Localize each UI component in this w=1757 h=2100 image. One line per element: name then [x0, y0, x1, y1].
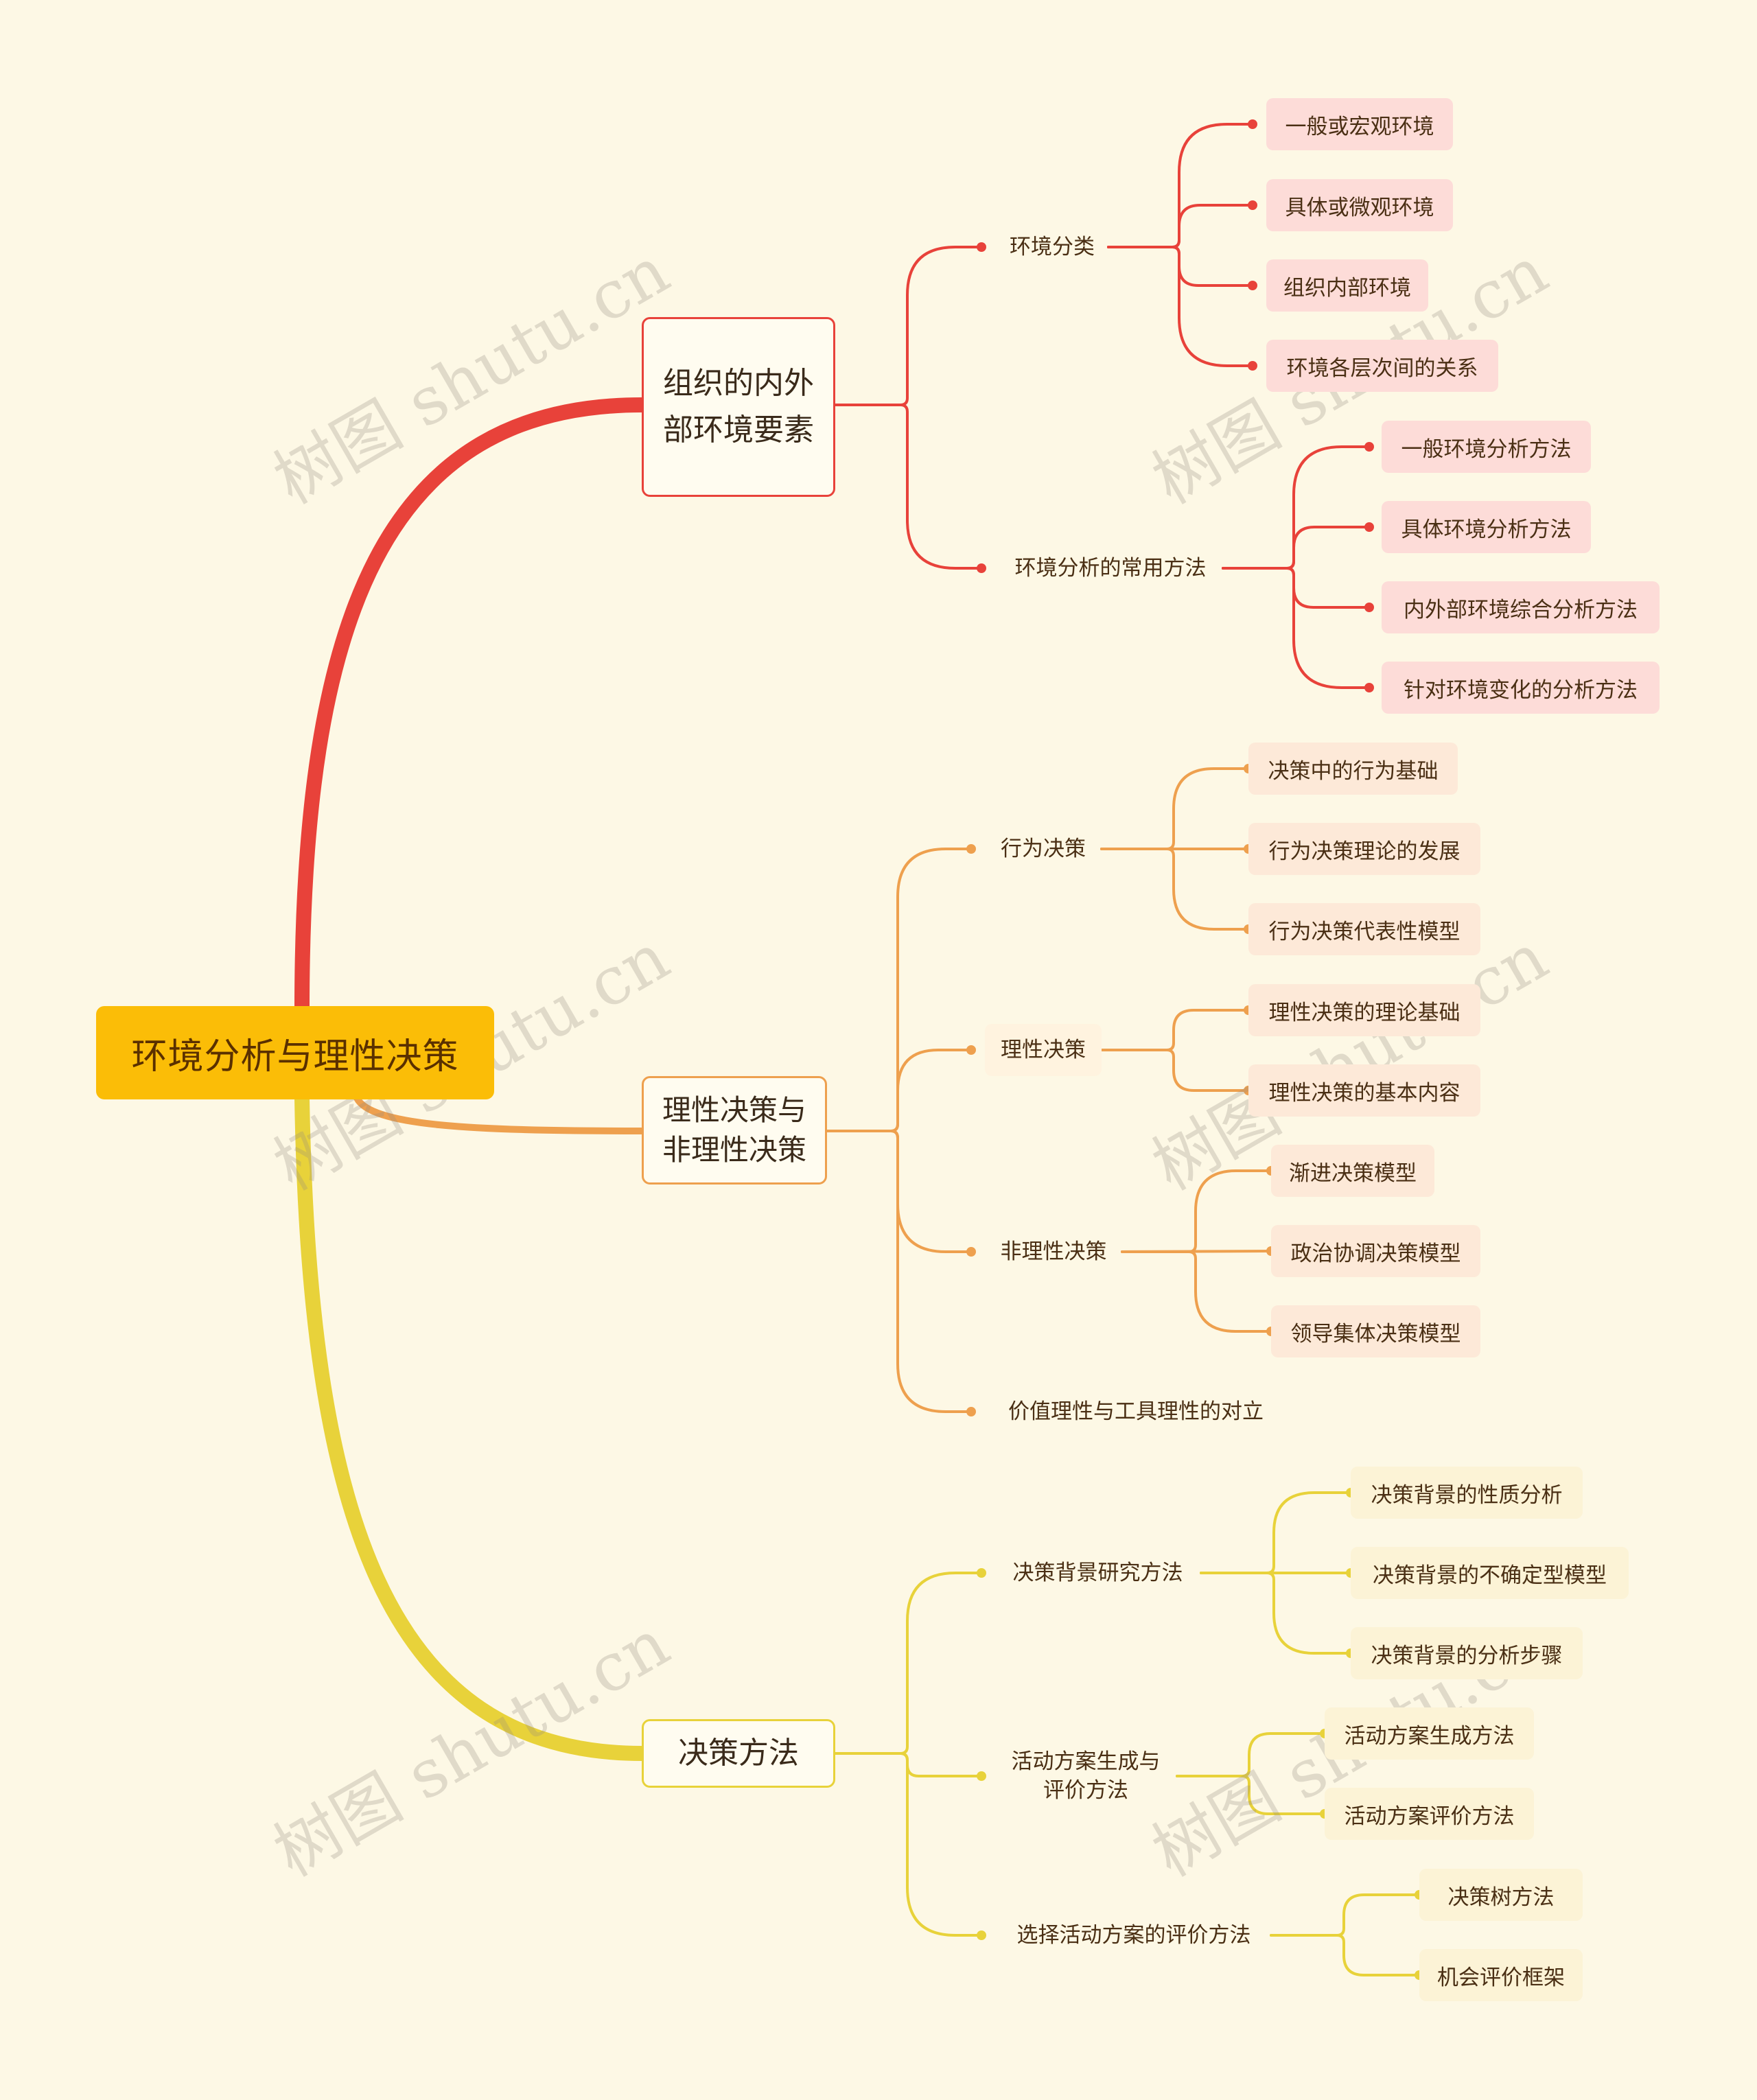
sub-to-leaf-connector — [1200, 1572, 1352, 1655]
leaf-topic[interactable]: 决策树方法 — [1419, 1869, 1583, 1921]
leaf-topic[interactable]: 决策背景的不确定型模型 — [1351, 1547, 1629, 1599]
connector-dot — [1248, 200, 1257, 210]
leaf-topic[interactable]: 针对环境变化的分析方法 — [1382, 662, 1660, 714]
connector-dot — [977, 1771, 986, 1781]
leaf-topic[interactable]: 活动方案评价方法 — [1325, 1788, 1534, 1840]
leaf-topic[interactable]: 环境各层次间的关系 — [1266, 340, 1498, 392]
sub-to-leaf-connector — [1121, 1250, 1272, 1333]
leaf-topic[interactable]: 行为决策代表性模型 — [1248, 903, 1480, 955]
sub-to-leaf-connector — [1222, 445, 1371, 570]
sub-to-leaf-connector — [1100, 848, 1250, 931]
leaf-topic[interactable]: 决策背景的分析步骤 — [1351, 1627, 1583, 1679]
leaf-topic[interactable]: 具体或微观环境 — [1266, 179, 1453, 231]
connector-dot — [966, 1045, 976, 1055]
root-connector — [353, 1095, 645, 1134]
main-topic-environment[interactable]: 组织的内外部环境要素 — [642, 317, 835, 497]
leaf-topic[interactable]: 组织内部环境 — [1266, 259, 1428, 312]
leaf-topic[interactable]: 渐进决策模型 — [1271, 1145, 1434, 1197]
connector-dot — [966, 1407, 976, 1416]
subtopic-rational-decision[interactable]: 理性决策 — [985, 1024, 1102, 1076]
main-topic-decision-methods[interactable]: 决策方法 — [642, 1719, 835, 1788]
leaf-topic[interactable]: 具体环境分析方法 — [1382, 501, 1591, 553]
connector-dot — [1364, 442, 1374, 452]
main-to-sub-connector — [834, 404, 983, 570]
main-to-sub-connector — [834, 1572, 983, 1755]
leaf-topic[interactable]: 活动方案生成方法 — [1325, 1707, 1534, 1760]
sub-to-leaf-connector — [1270, 1934, 1421, 1976]
subtopic-value-vs-instrumental-rationality[interactable]: 价值理性与工具理性的对立 — [1008, 1399, 1264, 1424]
sub-to-leaf-connector — [1270, 1893, 1421, 1937]
connector-dot — [977, 1568, 986, 1578]
subtopic-plan-generation-evaluation-label: 活动方案生成与评价方法 — [1011, 1749, 1161, 1803]
subtopic-environment-analysis-methods[interactable]: 环境分析的常用方法 — [1014, 556, 1207, 581]
leaf-topic[interactable]: 决策背景的性质分析 — [1351, 1467, 1583, 1519]
subtopic-plan-selection-evaluation[interactable]: 选择活动方案的评价方法 — [1016, 1923, 1251, 1948]
subtopic-behavioral-decision[interactable]: 行为决策 — [1001, 837, 1086, 861]
connector-dot — [966, 844, 976, 854]
connector-dot — [1248, 119, 1257, 129]
sub-to-leaf-connector — [1222, 567, 1371, 609]
leaf-topic[interactable]: 一般或宏观环境 — [1266, 98, 1453, 150]
leaf-topic[interactable]: 理性决策的基本内容 — [1248, 1064, 1480, 1117]
sub-to-leaf-connector — [1222, 526, 1371, 570]
root-topic[interactable]: 环境分析与理性决策 — [96, 1006, 494, 1099]
main-to-sub-connector — [834, 1752, 983, 1937]
sub-to-leaf-connector — [1121, 1169, 1272, 1253]
connector-dot — [977, 242, 986, 252]
leaf-topic[interactable]: 机会评价框架 — [1419, 1949, 1583, 2001]
root-connector — [294, 1090, 649, 1761]
root-connector — [294, 397, 649, 1016]
connector-dot — [966, 1247, 976, 1257]
subtopic-decision-background-research[interactable]: 决策背景研究方法 — [1012, 1561, 1183, 1585]
connector-dot — [1364, 522, 1374, 532]
leaf-topic[interactable]: 决策中的行为基础 — [1248, 743, 1458, 795]
connector-dot — [1364, 683, 1374, 692]
sub-to-leaf-connector — [1176, 1775, 1326, 1815]
leaf-topic[interactable]: 行为决策理论的发展 — [1248, 823, 1480, 875]
sub-to-leaf-connector — [1176, 1732, 1326, 1777]
sub-to-leaf-connector — [1200, 1491, 1352, 1574]
subtopic-plan-generation-evaluation[interactable]: 活动方案生成与评价方法 — [997, 1745, 1175, 1807]
main-to-sub-connector — [826, 1130, 973, 1413]
subtopic-environment-classification[interactable]: 环境分类 — [1010, 235, 1095, 259]
sub-to-leaf-connector — [1107, 246, 1254, 367]
sub-to-leaf-connector — [1100, 1009, 1250, 1051]
sub-to-leaf-connector — [1100, 767, 1250, 850]
connector-dot — [1248, 281, 1257, 290]
leaf-topic[interactable]: 政治协调决策模型 — [1271, 1225, 1480, 1277]
connector-dot — [977, 563, 986, 573]
connector-dot — [1364, 603, 1374, 612]
leaf-topic[interactable]: 一般环境分析方法 — [1382, 421, 1591, 473]
subtopic-irrational-decision[interactable]: 非理性决策 — [1000, 1239, 1107, 1264]
leaf-topic[interactable]: 领导集体决策模型 — [1271, 1305, 1480, 1357]
sub-to-leaf-connector — [1100, 1049, 1250, 1092]
connector-dot — [977, 1930, 986, 1940]
leaf-topic[interactable]: 理性决策的理论基础 — [1248, 984, 1480, 1036]
main-to-sub-connector — [834, 246, 983, 406]
main-topic-decision-types[interactable]: 理性决策与非理性决策 — [642, 1076, 827, 1185]
leaf-topic[interactable]: 内外部环境综合分析方法 — [1382, 581, 1660, 633]
connector-dot — [1248, 361, 1257, 371]
sub-to-leaf-connector — [1222, 567, 1371, 689]
